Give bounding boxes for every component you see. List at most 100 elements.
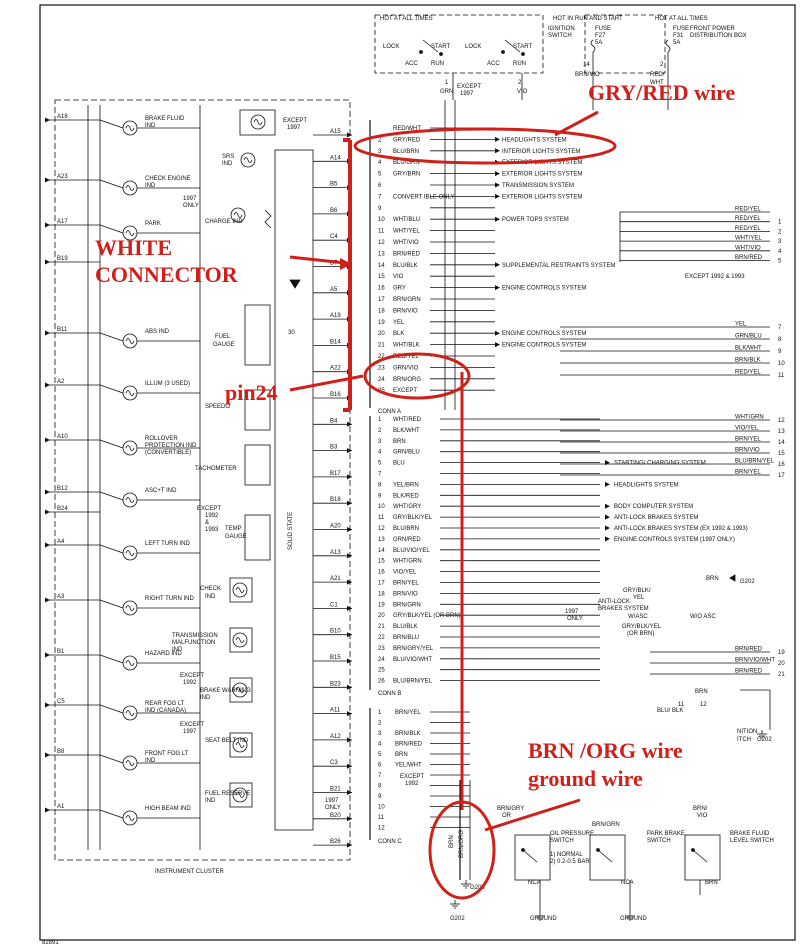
except-92-93-right: EXCEPT 1992 & 1993 [685, 274, 745, 280]
charge-bulb-icon [230, 207, 246, 223]
connector-arrow-icon [45, 807, 50, 813]
instrument-cluster-outline [54, 99, 351, 861]
right-wire-label: WHT/GRN [735, 415, 764, 421]
indicator-label: (CONVERTIBLE) [145, 450, 191, 456]
pointer-arrowhead [340, 258, 352, 270]
conn-a-pin: 18 [378, 308, 385, 314]
brn-vio-label: BRN/VIO [575, 72, 600, 78]
indicator-pin-label: B24 [57, 506, 68, 512]
indicator-lead [99, 119, 124, 129]
pin-arrow-icon [347, 474, 352, 480]
brn-b-label: BRN [705, 880, 718, 886]
ign-switch-2-terminal [521, 52, 525, 56]
power-dist-box [584, 14, 666, 74]
cluster-pin-label: B16 [330, 392, 341, 398]
cluster-pin-label: B26 [330, 839, 341, 845]
except-1997b-label: EXCEPT [180, 722, 204, 728]
connector-arrow-icon [45, 437, 50, 443]
indicator-label: LEFT TURN IND [145, 541, 190, 547]
conn-c-wire: BRN/YEL [395, 710, 421, 716]
right-wire-pin: 19 [778, 650, 785, 656]
right-wire-pin: 3 [778, 239, 782, 245]
conn-a-wire: BRN/VIO [393, 308, 418, 314]
except-1992-b-label: 1992 [405, 781, 419, 787]
brn-gry-label: OR [502, 813, 512, 819]
pin-arrow-icon [347, 553, 352, 559]
conn-c-wire: BRN/BLK [395, 731, 421, 737]
brake-warning-label: IND [200, 695, 211, 701]
pin-arrow-icon [347, 763, 352, 769]
bulb-filament-icon [253, 119, 263, 125]
pin-arrow-icon [347, 632, 352, 638]
indicator-label: ASC+T IND [145, 488, 177, 494]
right-wire-pin: 20 [778, 661, 785, 667]
conn-c-pin: 4 [378, 742, 382, 748]
bulb-filament-icon [235, 587, 245, 593]
conn-a-wire: RED/WHT [393, 126, 421, 132]
pin-arrow-icon [347, 816, 352, 822]
right-wire-label: BRN/VIO/WHT [735, 658, 775, 664]
dest-arrow-icon [605, 525, 610, 531]
conn-a-destination: ENGINE CONTROLS SYSTEM [502, 286, 586, 292]
conn-a-name: CONN A [378, 409, 401, 415]
ign-switch-1-pivot [419, 50, 423, 54]
dest-arrow-icon [495, 262, 500, 268]
indicator-pin-label: B19 [57, 256, 68, 262]
srs-ind-label: IND [222, 161, 233, 167]
bulb-filament-icon [125, 390, 135, 396]
conn-c-pin: 11 [378, 815, 385, 821]
right-wire-pin: 12 [778, 418, 785, 424]
blu-blk-label: BLU/ BLK [657, 708, 683, 714]
fuse-label: F27 [595, 33, 606, 39]
pin24-highlight [363, 352, 471, 400]
oil-pressure-switch-pivot [521, 848, 525, 852]
fuel-gauge-box [244, 304, 271, 366]
conn-a-pin: 11 [378, 229, 385, 235]
ground-label: GROUND [530, 916, 557, 922]
conn-a-wire: BRN/RED [393, 251, 421, 257]
conn-b-pin: 14 [378, 548, 385, 554]
indicator-label: ABS IND [145, 329, 170, 335]
indicator-label: IND (CANADA) [145, 708, 186, 714]
gry-red-pointer [554, 110, 599, 137]
conn-b-pin: 13 [378, 537, 385, 543]
white-connector-annotation: WHITE [95, 235, 172, 260]
trans-malf-bulb-icon [232, 632, 248, 648]
grn-label: GRN [440, 89, 453, 95]
ign-switch-2-lock: LOCK [465, 44, 481, 50]
brake-warning-socket [229, 677, 253, 703]
g202-right-label: G202 [757, 737, 772, 743]
conn-a-wire: RED/YEL [393, 354, 419, 360]
conn-a-pin: 4 [378, 160, 382, 166]
conn-a-pin: 7 [378, 194, 382, 200]
cluster-pin-label: C4 [330, 234, 338, 240]
conn-b-destination: ANTI-LOCK BRAKES SYSTEM [614, 515, 698, 521]
dest-arrow-icon [605, 514, 610, 520]
cluster-pin-label: B7 [330, 261, 338, 267]
indicator-label: IND [145, 758, 156, 764]
conn-c-pin: 5 [378, 752, 382, 758]
indicator-pin-label: B12 [57, 486, 68, 492]
cluster-pin-label: B4 [330, 418, 338, 424]
pin-2b-label: 2 [660, 62, 664, 68]
connector-arrow-icon [45, 652, 50, 658]
indicator-label: REAR FOG LT [145, 701, 185, 707]
conn-a-pin: 12 [378, 240, 385, 246]
white-connector-pointer [289, 255, 346, 265]
right-wire-pin: 15 [778, 451, 785, 457]
cluster-pin-label: A19 [330, 313, 341, 319]
srs-box [239, 109, 276, 136]
right-wire-pin: 2 [778, 229, 782, 235]
trans-malf-label: MALFUNCTION [172, 640, 215, 646]
hot-at-all-times-label-2: HOT AT ALL TIMES [655, 16, 708, 22]
indicator-label: BRAKE FLUID [145, 116, 185, 122]
conn-b-wire: BLU/BLK [393, 624, 418, 630]
right-wire-pin: 7 [778, 325, 782, 331]
ignition-label: NITION [737, 729, 757, 735]
1997-only-c-label: ONLY [567, 616, 583, 622]
except-1997-label: 1997 [460, 91, 474, 97]
trans-malf-label: TRANSMISSION [172, 633, 218, 639]
conn-c-pin: 7 [378, 773, 382, 779]
conn-a-wire: CONVERT IBLE ONLY [393, 194, 454, 200]
pin-12-label: 12 [700, 702, 707, 708]
